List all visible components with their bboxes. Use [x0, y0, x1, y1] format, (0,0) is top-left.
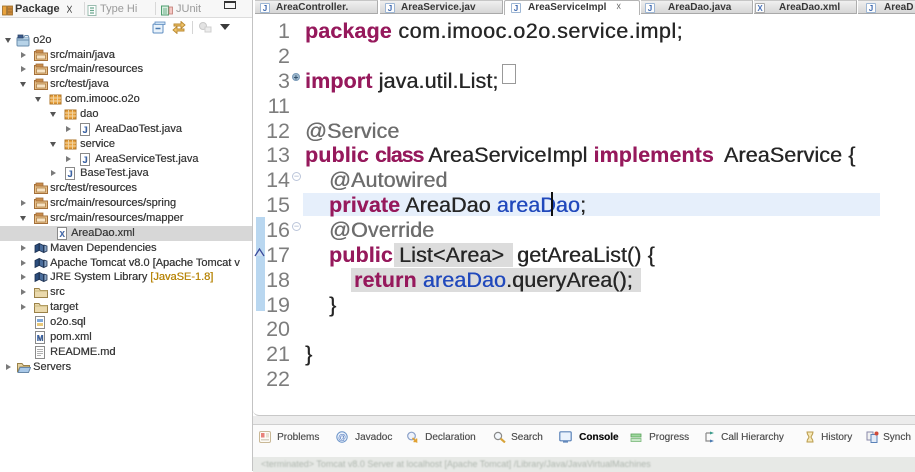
- svg-text:X: X: [59, 230, 65, 239]
- svg-text:@: @: [338, 433, 346, 442]
- svg-text:J: J: [82, 125, 87, 135]
- svg-text:J: J: [67, 169, 72, 179]
- svg-text:M: M: [37, 334, 44, 343]
- svg-text:J: J: [82, 155, 87, 165]
